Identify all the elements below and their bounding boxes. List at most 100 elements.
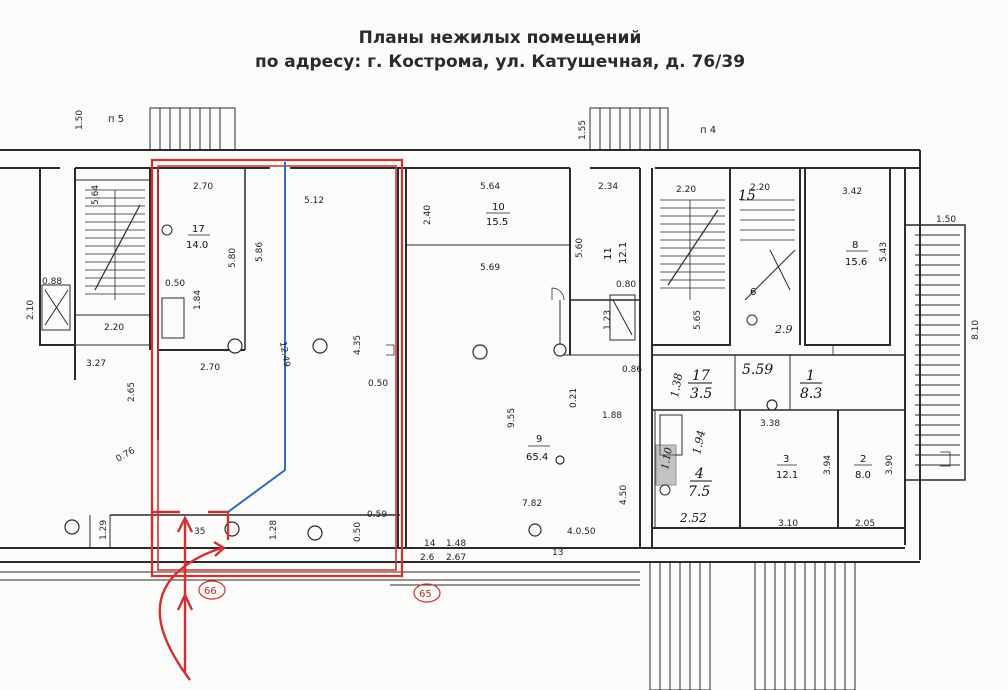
dim-label: 4.50: [619, 485, 629, 505]
dim-label: 3.27: [86, 359, 106, 369]
dim-label: 2.40: [423, 205, 433, 225]
dimension-labels: 1.50 1.55 1.50 8.10 5.64 2.10 0.88 2.20 …: [26, 110, 981, 563]
porch-5-label: п 5: [108, 114, 124, 125]
hand-room-15: 15: [738, 188, 756, 204]
axis-65-marker: [413, 583, 441, 603]
handwritten-annotations: 17 3.5 1.38 5.59 1 8.3 4 7.5 2.52 1.94 1…: [660, 188, 822, 525]
title-line-2: по адресу: г. Кострома, ул. Катушечная, …: [254, 52, 746, 72]
dim-label: 0.50: [368, 379, 388, 389]
dim-label: 2.20: [750, 183, 770, 193]
room-9-number: 9: [536, 434, 542, 445]
hand-room-17-area: 3.5: [690, 386, 712, 402]
route-path: [227, 162, 286, 513]
hand-dim-194: 1.94: [690, 429, 708, 456]
hand-room-4-area: 7.5: [688, 484, 710, 500]
dim-label: 3.90: [885, 455, 895, 475]
dim-label: 5.69: [480, 263, 500, 273]
dim-label: 12.49: [277, 341, 291, 368]
dim-label: 3.10: [778, 519, 798, 529]
dim-label: 2.34: [598, 182, 618, 192]
dim-label: 4.35: [353, 335, 363, 355]
room-17-number: 17: [192, 224, 205, 235]
dim-label: 4.0.50: [567, 527, 596, 537]
columns: [64, 338, 778, 541]
dim-label: 1.88: [602, 411, 622, 421]
dim-label: 1.28: [269, 520, 279, 540]
dim-label: 0.59: [367, 510, 387, 520]
room-labels: 17 14.0 10 15.5 11 12.1 9 65.4 8 15.6 6 …: [186, 202, 872, 481]
dim-label: 2.05: [855, 519, 875, 529]
dim-label: 5.64: [480, 182, 500, 192]
dim-label: 5.43: [879, 242, 889, 262]
dim-label: 3.94: [823, 455, 833, 475]
dim-label: 1.29: [99, 520, 109, 540]
dim-label: 2.67: [446, 553, 466, 563]
dim-label: 14: [424, 539, 436, 549]
dim-label: 8.10: [971, 320, 981, 340]
stair-1: [85, 189, 145, 300]
dim-label: 0.21: [569, 388, 579, 408]
hand-dim-29: 2.9: [774, 323, 793, 336]
right-stoop-steps: [915, 234, 960, 466]
porch-5-steps: [149, 107, 236, 151]
dim-label: 9.55: [507, 408, 517, 428]
dim-label: 1.23: [603, 310, 613, 330]
dim-label: 5.12: [304, 196, 324, 206]
room-3-number: 3: [783, 454, 789, 465]
dim-label: 5.60: [575, 238, 585, 258]
dim-label: 1.84: [193, 290, 203, 310]
title-line-1: Планы нежилых помещений: [358, 28, 642, 48]
dim-label: 2.70: [200, 363, 220, 373]
axis-65-label: 65: [419, 589, 432, 600]
dim-label: 0.50: [165, 279, 185, 289]
room-9-area: 65.4: [526, 452, 548, 463]
door-swings: [386, 287, 951, 467]
dim-label: 3.38: [760, 419, 780, 429]
dim-label: 5.64: [91, 185, 101, 205]
room-8-number: 8: [852, 240, 858, 251]
dim-label: 7.82: [522, 499, 542, 509]
dim-label: 5.65: [693, 310, 703, 330]
room-17-area: 14.0: [186, 240, 208, 251]
dim-label: 13: [552, 548, 563, 558]
room-6-number: 6: [750, 287, 756, 298]
dim-label: 0.80: [616, 280, 636, 290]
axis-66-label: 66: [204, 586, 217, 597]
room-11-area: 12.1: [618, 242, 629, 264]
axis-markers: 66 65: [198, 580, 441, 603]
room-11-number: 11: [603, 247, 614, 260]
room-2-number: 2: [860, 454, 866, 465]
room-8-area: 15.6: [845, 257, 867, 268]
entry-arrows: [158, 515, 227, 681]
dim-label: 2.20: [104, 323, 124, 333]
highlight-premises: [150, 158, 404, 578]
dim-label: 5.86: [255, 242, 265, 262]
stair-2: [660, 199, 725, 300]
dim-label: 1.50: [936, 215, 956, 225]
room-3-area: 12.1: [776, 470, 798, 481]
porch-4-label: п 4: [700, 125, 716, 136]
dim-label: 2.20: [676, 185, 696, 195]
hand-room-1-area: 8.3: [800, 386, 822, 402]
dim-label: 1.50: [75, 110, 85, 130]
dim-label: 2.70: [193, 182, 213, 192]
dim-label: 3.42: [842, 187, 862, 197]
hand-dim-559: 5.59: [742, 362, 773, 378]
dim-label: 2.65: [127, 382, 137, 402]
hand-room-17-number: 17: [692, 368, 710, 384]
dim-label: 2.6: [420, 553, 435, 563]
bottom-stairs: [649, 561, 856, 690]
dim-label: 0.50: [353, 522, 363, 542]
hand-dim-252: 2.52: [679, 511, 707, 525]
room-10-number: 10: [492, 202, 505, 213]
hand-dim-110: 1.10: [660, 446, 675, 470]
dim-label: 0.88: [42, 277, 62, 287]
porch-4-steps: [589, 107, 669, 151]
hand-room-1-number: 1: [806, 368, 815, 384]
axis-66-marker: [198, 580, 226, 600]
plan-title: Планы нежилых помещений по адресу: г. Ко…: [0, 26, 1000, 74]
fixtures: [41, 224, 758, 496]
sidewalk: [0, 571, 640, 586]
dim-label: 1.48: [446, 539, 466, 549]
